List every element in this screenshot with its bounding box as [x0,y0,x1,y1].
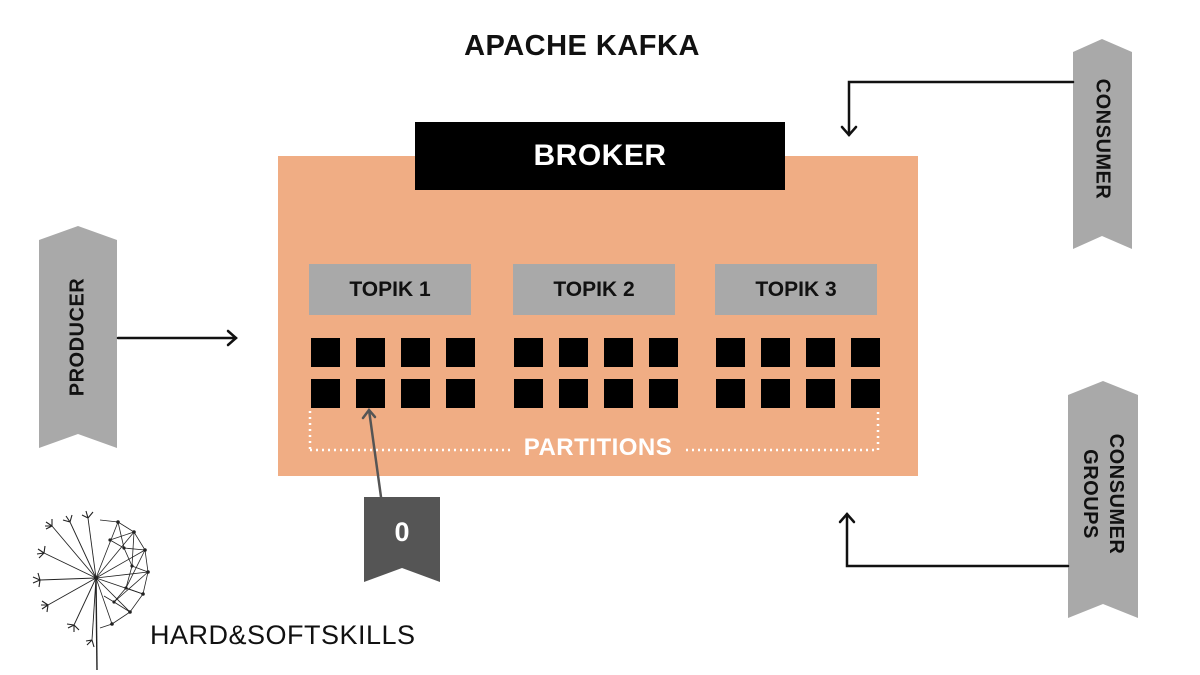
partition-cell [559,338,588,367]
partition-cell [716,379,745,408]
partition-cell [559,379,588,408]
partition-cell [514,379,543,408]
partition-cell [356,338,385,367]
partition-cell [446,338,475,367]
producer-ribbon [39,226,117,448]
partition-cell [716,338,745,367]
partition-cell [604,379,633,408]
partition-cell [401,338,430,367]
partition-cell [311,338,340,367]
partition-cell [806,338,835,367]
partition-cell [761,338,790,367]
consumer-label: CONSUMER [1091,78,1114,200]
topic-2: TOPIK 2 [513,264,675,315]
partition-pointer-arrow [361,408,383,499]
producer-label: PRODUCER [66,277,89,397]
partition-cell [311,379,340,408]
brand-name: HARD&SOFTSKILLS [150,620,416,650]
partition-cell [851,338,880,367]
consumer-groups-arrow [838,512,1070,568]
partition-cell [446,379,475,408]
broker-area [278,156,918,476]
consumer-arrow [840,80,1075,137]
dandelion-logo [32,510,150,671]
partition-cell [514,338,543,367]
consumer-groups-label: CONSUMER GROUPS [1077,434,1129,555]
partitions-bracket [308,411,880,452]
consumer-groups-line1: CONSUMER [1105,433,1127,555]
broker-label: BROKER [415,122,785,190]
diagram-title: APACHE KAFKA [464,30,700,62]
partition-cell [806,379,835,408]
partition-cell [851,379,880,408]
consumer-groups-ribbon [1068,381,1138,618]
partition-cell [761,379,790,408]
partition-cell [649,379,678,408]
topic-1: TOPIK 1 [309,264,471,315]
partition-cell [356,379,385,408]
topic-3: TOPIK 3 [715,264,877,315]
producer-arrow [116,329,238,347]
consumer-groups-line2: GROUPS [1079,449,1101,539]
partition-marker-shape [364,497,440,582]
partition-cell [604,338,633,367]
consumer-ribbon [1073,39,1132,249]
partition-marker-label: 0 [394,516,410,547]
partition-cell [401,379,430,408]
partitions-label: PARTITIONS [523,434,673,461]
partition-cell [649,338,678,367]
